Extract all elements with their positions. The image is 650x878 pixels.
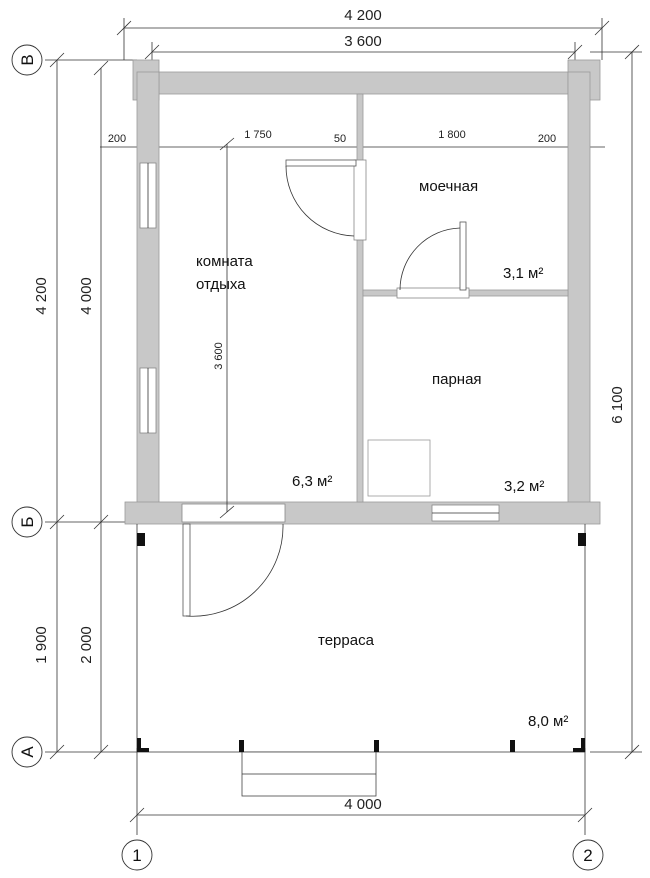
top-dimension-lines [100, 18, 610, 148]
dim-bottom: 4 000 [344, 796, 382, 813]
washroom-door [285, 159, 367, 241]
svg-text:Б: Б [18, 516, 37, 527]
axis-marker-2: 2 [572, 839, 604, 871]
svg-text:1: 1 [132, 846, 141, 865]
left-windows [139, 162, 157, 434]
rest-room-area: 6,3 м² [292, 473, 332, 490]
dim-left-outer-lower: 1 900 [33, 626, 50, 664]
left-dimension-lines [45, 52, 137, 760]
dim-left-inner-lower: 2 000 [78, 626, 95, 664]
dim-inner-vertical: 3 600 [213, 342, 225, 370]
dim-seg-4: 1 800 [438, 129, 466, 141]
dim-left-outer-upper: 4 200 [33, 277, 50, 315]
entrance-door [181, 503, 286, 617]
inner-vertical-dimension [219, 137, 235, 519]
dim-top-inner: 3 600 [344, 33, 382, 50]
axis-marker-b: Б [11, 506, 43, 538]
dim-seg-2: 1 750 [244, 129, 272, 141]
dim-seg-3: 50 [334, 133, 346, 145]
svg-text:А: А [18, 746, 37, 758]
terrace-label: терраса [318, 632, 375, 649]
axis-marker-v: В [11, 44, 43, 76]
washroom-area: 3,1 м² [503, 265, 543, 282]
dim-seg-1: 200 [108, 133, 126, 145]
axis-marker-1: 1 [121, 839, 153, 871]
dim-right-total: 6 100 [609, 386, 626, 424]
svg-text:В: В [18, 54, 37, 65]
steam-room-label: парная [432, 371, 482, 388]
axis-marker-a: А [11, 736, 43, 768]
washroom-label: моечная [419, 178, 478, 195]
stove [367, 439, 431, 497]
steam-room-door [396, 221, 470, 299]
terrace [136, 524, 586, 797]
steam-window [431, 504, 500, 522]
terrace-posts [137, 533, 586, 752]
dim-left-inner-upper: 4 000 [78, 277, 95, 315]
dim-top-outer: 4 200 [344, 7, 382, 24]
steam-room-area: 3,2 м² [504, 478, 544, 495]
rest-room-label-1: комната [196, 253, 253, 270]
svg-text:2: 2 [583, 846, 592, 865]
rest-room-label-2: отдыха [196, 276, 246, 293]
right-dimension-lines [590, 44, 642, 760]
dim-seg-5: 200 [538, 133, 556, 145]
bottom-dimension-lines [129, 748, 593, 835]
terrace-area: 8,0 м² [528, 713, 568, 730]
